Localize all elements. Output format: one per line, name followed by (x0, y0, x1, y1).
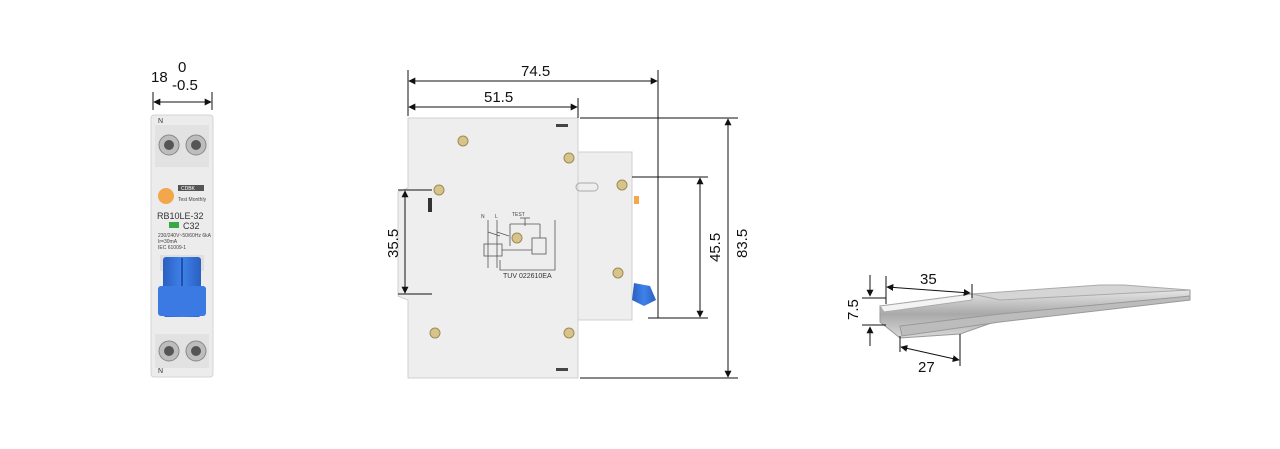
rivet (563, 327, 575, 339)
rivet (429, 327, 441, 339)
bottom-terminal-label: N (158, 368, 163, 375)
tolerance-lower: -0.5 (172, 77, 198, 94)
width-value: 18 (151, 69, 168, 86)
rivet (433, 184, 445, 196)
front-height-value: 45.5 (707, 233, 724, 262)
schematic-n-label: N (481, 214, 485, 220)
front-view: 18 0 -0.5 N CDBK Test Monthly RB10LE-32 … (150, 59, 214, 378)
side-body (397, 117, 633, 379)
overall-depth-value: 74.5 (521, 63, 550, 80)
rail-width-value: 35 (920, 271, 937, 288)
depth-dimension-74: 74.5 (407, 63, 659, 318)
rivet (457, 135, 469, 147)
rail-base-dimension: 27 (899, 334, 961, 376)
side-blue-toggle (632, 283, 656, 306)
depth-dimension-51: 51.5 (408, 89, 579, 118)
tolerance-upper: 0 (178, 59, 186, 76)
overall-height-value: 83.5 (734, 229, 751, 258)
rail-height-value: 7.5 (845, 299, 862, 320)
top-terminal-label: N (158, 118, 163, 125)
bottom-clip (556, 368, 568, 371)
test-label: Test Monthly (178, 197, 207, 203)
test-button (158, 188, 174, 204)
model-text: RB10LE-32 (157, 211, 204, 221)
toggle-lever (158, 286, 206, 316)
rivet (612, 267, 624, 279)
cert-label: TUV 022610EA (503, 273, 552, 280)
brand-logo (178, 185, 204, 191)
rivet (616, 179, 628, 191)
schematic-test-label: TEST (512, 212, 525, 218)
terminal-screw-hole (191, 140, 201, 150)
spec-line-2: Ir=30mA (158, 239, 178, 245)
side-slot (575, 182, 599, 192)
side-view: TEST N L TUV 022610EA 74.5 51.5 35.5 (385, 63, 751, 379)
rivet (563, 152, 575, 164)
circuit-schematic (483, 217, 556, 271)
rail-width-dimension: 35 (885, 271, 973, 304)
front-width-dimension: 18 0 -0.5 (151, 59, 213, 110)
rating-text: C32 (183, 221, 200, 231)
schematic-l-label: L (495, 214, 498, 220)
brand-text: CDBK (181, 186, 196, 192)
din-rail: 35 7.5 27 (845, 271, 1191, 376)
overall-height-dimension: 83.5 (580, 117, 751, 379)
rail-depth-value: 51.5 (484, 89, 513, 106)
rail-base-value: 27 (918, 359, 935, 376)
clip-height-value: 35.5 (385, 229, 402, 258)
rail-latch (428, 198, 432, 212)
rivet (511, 232, 523, 244)
terminal-screw-hole (164, 140, 174, 150)
spec-line-3: IEC 61009-1 (158, 245, 186, 251)
top-clip (556, 124, 568, 127)
front-height-dimension: 45.5 (632, 176, 724, 319)
terminal-screw-hole (191, 346, 201, 356)
rail-height-dimension: 7.5 (845, 275, 886, 346)
spec-line-1: 230/240V~50/60Hz 6kA (158, 233, 212, 239)
side-test-button (634, 196, 639, 204)
clip-height-dimension: 35.5 (385, 189, 432, 295)
terminal-screw-hole (164, 346, 174, 356)
rating-indicator (169, 222, 179, 228)
